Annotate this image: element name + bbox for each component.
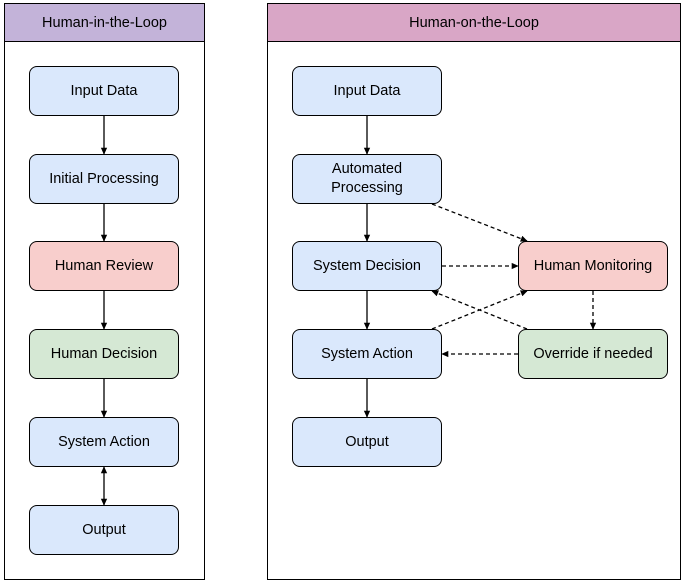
left-node-human-review-label: Human Review — [54, 257, 154, 274]
panel-title-right: Human-on-the-Loop — [409, 14, 539, 31]
left-node-input-data-label: Input Data — [70, 82, 138, 99]
right-node-override-label: Override if needed — [533, 345, 653, 362]
left-node-system-action-label: System Action — [58, 433, 150, 450]
right-node-automated-processing: Automated Processing — [292, 154, 442, 204]
panel-header-left: Human-in-the-Loop — [5, 4, 204, 42]
right-node-human-monitoring-label: Human Monitoring — [533, 257, 653, 274]
panel-title-left: Human-in-the-Loop — [42, 14, 167, 31]
right-node-input-data-label: Input Data — [333, 82, 401, 99]
left-node-system-action: System Action — [29, 417, 179, 467]
left-node-output-label: Output — [82, 521, 126, 538]
left-node-human-decision-label: Human Decision — [50, 345, 158, 362]
left-node-input-data: Input Data — [29, 66, 179, 116]
right-node-automated-processing-label: Automated Processing — [331, 161, 403, 196]
panel-header-right: Human-on-the-Loop — [268, 4, 680, 42]
left-node-human-review: Human Review — [29, 241, 179, 291]
right-node-system-action-label: System Action — [321, 345, 413, 362]
right-node-override: Override if needed — [518, 329, 668, 379]
left-node-human-decision: Human Decision — [29, 329, 179, 379]
left-node-output: Output — [29, 505, 179, 555]
left-node-initial-processing: Initial Processing — [29, 154, 179, 204]
right-node-input-data: Input Data — [292, 66, 442, 116]
right-node-output-label: Output — [345, 433, 389, 450]
right-node-output: Output — [292, 417, 442, 467]
left-node-initial-processing-label: Initial Processing — [49, 170, 159, 187]
right-node-human-monitoring: Human Monitoring — [518, 241, 668, 291]
right-node-system-decision: System Decision — [292, 241, 442, 291]
right-node-system-decision-label: System Decision — [313, 257, 421, 274]
right-node-system-action: System Action — [292, 329, 442, 379]
